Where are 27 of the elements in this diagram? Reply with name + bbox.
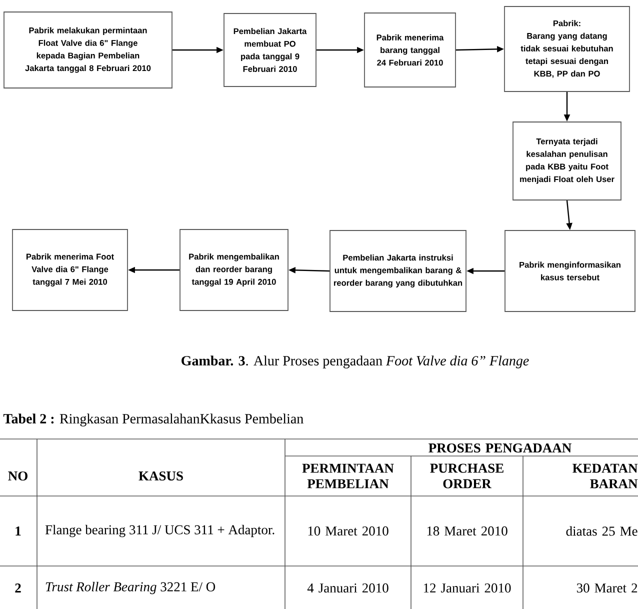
table-cell: 4 Januari 2010 (307, 583, 388, 593)
column-header: KEDATAN BARAN (572, 464, 638, 488)
table-cell: 18 Maret 2010 (427, 526, 508, 536)
table-title: Tabel 2 : Ringkasan PermasalahanKkasus Pembelian (3, 414, 304, 426)
column-header: PURCHASE ORDER (430, 464, 504, 488)
table-cell: Trust Roller Bearing 3221 E/ O (46, 582, 216, 594)
process-box: Pabrik menerima barang tanggal 24 Februari 2010 (364, 12, 456, 88)
table-cell: 1 (16, 526, 21, 536)
process-box: Pembelian Jakarta instruksi untuk mengembalikan barang & reorder barang yang dibutuhkan (330, 230, 466, 312)
table-cell: Flange bearing 311 J/ UCS 311 + Adaptor. (45, 524, 274, 538)
process-box: Pabrik melakukan permintaan Float Valve dia 6" Flange kepada Bagian Pembelian Jakarta tanggal 8 Februari 2010 (4, 12, 172, 88)
column-header: PROSES PENGADAAN (428, 443, 572, 453)
table-cell: 12 Januari 2010 (424, 583, 511, 593)
process-box: Pabrik mengembalikan dan reorder barang tanggal 19 April 2010 (180, 229, 288, 311)
column-header: KASUS (138, 471, 183, 481)
process-box: Pembelian Jakarta membuat PO pada tanggal 9 Februari 2010 (224, 13, 316, 87)
process-box: Pabrik: Barang yang datang tidak sesuai kebutuhan tetapi sesuai dengan KBB, PP dan PO (504, 6, 630, 92)
column-header: PERMINTAAN PEMBELIAN (302, 464, 394, 488)
table-cell: 30 Maret 2 (576, 583, 638, 593)
table-cell: 2 (15, 584, 21, 592)
process-box: Pabrik menginformasikan kasus tersebut (504, 230, 636, 312)
table-cell: diatas 25 Me (566, 526, 638, 536)
process-box: Pabrik menerima Foot Valve dia 6" Flange tanggal 7 Mei 2010 (12, 229, 128, 311)
column-header: NO (8, 471, 28, 481)
process-box: Ternyata terjadi kesalahan penulisan pada KBB yaitu Foot menjadi Float oleh User (512, 122, 622, 200)
table-cell: 10 Maret 2010 (308, 526, 388, 536)
figure-caption: Gambar. 3. Alur Proses pengadaan Foot Valve dia 6” Flange (182, 356, 529, 368)
